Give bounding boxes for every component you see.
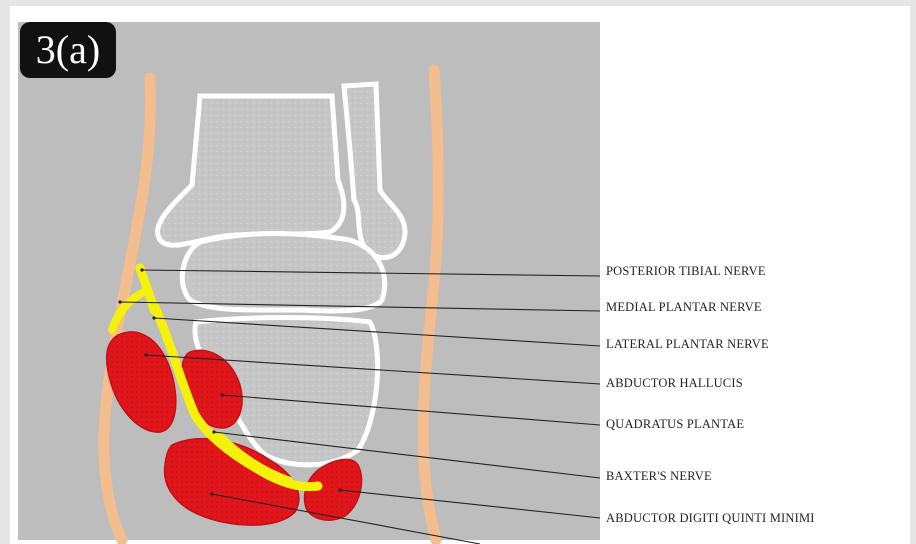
label-baxters-nerve: BAXTER'S NERVE [606,469,712,484]
label-posterior-tibial-nerve: POSTERIOR TIBIAL NERVE [606,264,766,279]
label-abductor-hallucis: ABDUCTOR HALLUCIS [606,376,743,391]
fibula-bone [344,84,405,258]
medial-plantar-nerve [112,290,148,330]
label-quadratus-plantae: QUADRATUS PLANTAE [606,417,744,432]
tibia-bone [158,96,344,245]
label-abductor-digiti-quinti-minimi: ABDUCTOR DIGITI QUINTI MINIMI [606,511,815,526]
label-medial-plantar-nerve: MEDIAL PLANTAR NERVE [606,300,762,315]
figure-label: 3(a) [20,22,116,78]
skin-outline-lateral [423,70,438,540]
abductor-hallucis-muscle [107,332,176,432]
label-lateral-plantar-nerve: LATERAL PLANTAR NERVE [606,337,769,352]
leader-abductor-digiti-quinti [340,490,600,518]
